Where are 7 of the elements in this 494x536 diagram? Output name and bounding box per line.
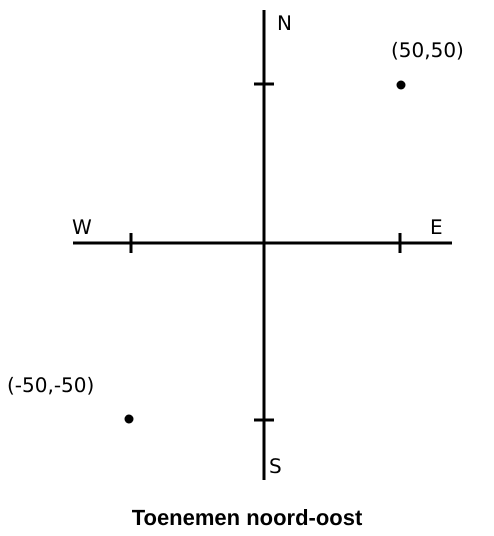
coordinate-label: (50,50) (391, 39, 464, 61)
direction-label: N (277, 12, 292, 34)
direction-label: W (72, 216, 92, 238)
caption: Toenemen noord-oost (132, 505, 362, 531)
coordinate-label: (-50,-50) (7, 374, 94, 396)
direction-label: E (430, 216, 443, 238)
direction-label: S (269, 455, 282, 477)
